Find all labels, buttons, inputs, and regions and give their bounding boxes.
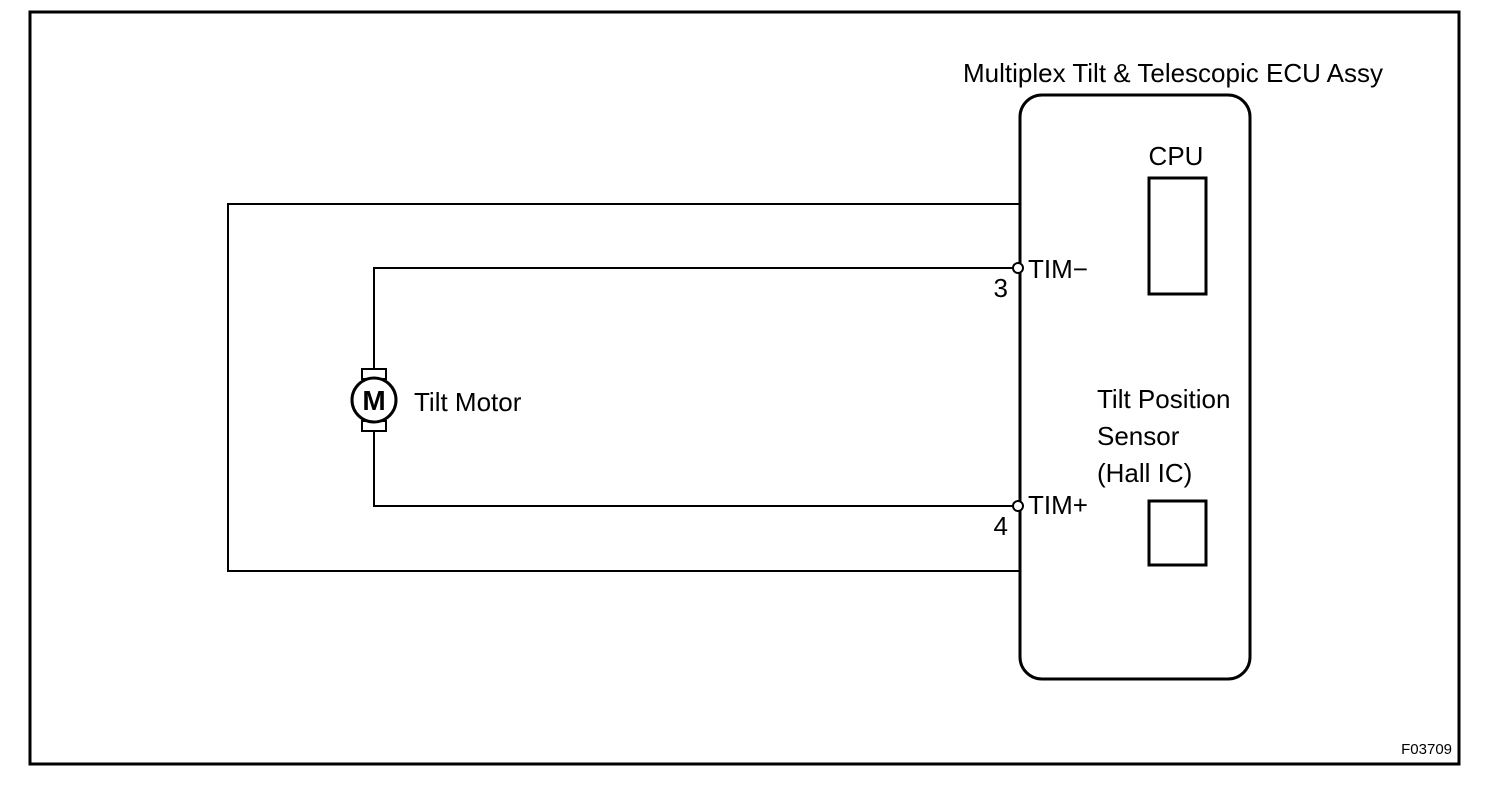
motor-icon: M: [350, 368, 398, 432]
terminal-name-tim-minus: TIM−: [1028, 254, 1088, 284]
sensor-label-line-3: (Hall IC): [1097, 458, 1192, 488]
motor-symbol: M: [362, 385, 385, 416]
terminal-pin-4: 4: [994, 511, 1008, 541]
terminal-pin-3: 3: [994, 273, 1008, 303]
terminal-connector-tim-plus: [1012, 500, 1024, 512]
figure-code: F03709: [1401, 741, 1452, 758]
terminal-connector-tim-minus: [1012, 262, 1024, 274]
ecu-title: Multiplex Tilt & Telescopic ECU Assy: [963, 58, 1383, 88]
outer-loop-wire: [227, 203, 1020, 572]
motor-label: Tilt Motor: [414, 387, 522, 417]
cpu-label: CPU: [1149, 141, 1204, 171]
sensor-box: [1147, 499, 1208, 567]
wire-tim-plus: [373, 431, 1015, 507]
wire-tim-minus: [373, 267, 1015, 371]
diagram-frame: [28, 10, 1461, 766]
sensor-label-line-1: Tilt Position: [1097, 384, 1230, 414]
ecu-box: [1018, 93, 1252, 681]
terminal-name-tim-plus: TIM+: [1028, 490, 1088, 520]
cpu-box: [1147, 176, 1208, 296]
sensor-label-line-2: Sensor: [1097, 421, 1180, 451]
